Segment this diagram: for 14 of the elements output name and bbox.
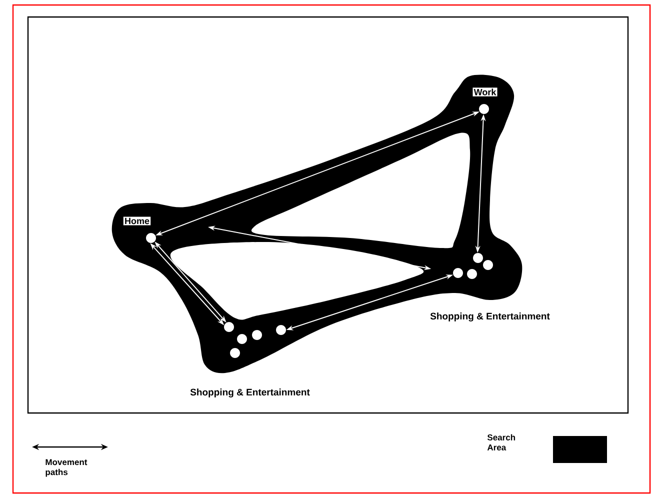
location-dot xyxy=(224,322,234,332)
location-dot xyxy=(237,334,247,344)
location-dot xyxy=(276,325,286,335)
location-dot xyxy=(230,348,240,358)
location-dot xyxy=(483,260,493,270)
area-label: Shopping & Entertainment xyxy=(430,312,550,322)
legend-label: Movement paths xyxy=(46,459,88,477)
location-dot xyxy=(467,269,477,279)
area-label: Shopping & Entertainment xyxy=(190,388,310,398)
legend-label: Search Area xyxy=(487,434,516,450)
location-dot xyxy=(453,268,463,278)
place-label: Home xyxy=(122,216,152,226)
place-label: Work xyxy=(472,86,498,98)
location-dot xyxy=(252,330,262,340)
